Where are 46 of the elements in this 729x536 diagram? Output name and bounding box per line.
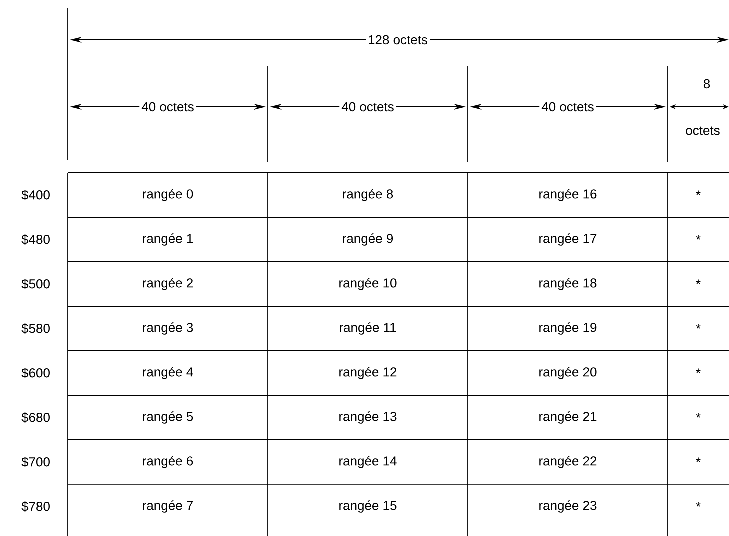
cell-text: rangée 18 (540, 278, 597, 290)
cell-text: * (696, 280, 701, 284)
cell-text: rangée 13 (340, 412, 397, 424)
cell-text: rangée 21 (540, 412, 597, 424)
cell-text: rangée 17 (540, 234, 597, 246)
cell-text: * (696, 368, 701, 374)
cell-text: rangée 14 (340, 456, 397, 468)
address-label: $500 (22, 278, 50, 290)
cell-text: rangée 3 (143, 322, 194, 335)
cell-text: * (696, 413, 701, 418)
cell-text: rangée 22 (540, 456, 597, 468)
cell-text: rangée 16 (540, 189, 597, 202)
cell-text: * (696, 502, 701, 507)
cell-text: rangée 4 (143, 367, 194, 380)
dimension-label: octets (686, 126, 720, 136)
dimension-label: 40 octets (340, 100, 396, 114)
dimension-label: 40 octets (140, 100, 196, 114)
address-label: $680 (22, 412, 50, 423)
cell-text: rangée 12 (340, 367, 397, 380)
cell-text: rangée 15 (340, 500, 397, 513)
cell-text: rangée 9 (343, 234, 394, 246)
cell-text: rangée 1 (143, 234, 194, 246)
cell-text: * (696, 190, 701, 196)
address-label: $400 (22, 190, 50, 200)
cell-text: rangée 11 (340, 322, 396, 335)
cell-text: rangée 20 (540, 367, 597, 380)
address-label: $780 (22, 501, 50, 512)
cell-text: rangée 8 (343, 189, 394, 202)
address-label: $580 (22, 323, 50, 334)
cell-text: rangée 7 (143, 500, 193, 513)
cell-text: rangée 5 (143, 412, 194, 424)
cell-text: rangée 0 (143, 189, 194, 202)
cell-text: rangée 2 (143, 278, 193, 290)
dimension-label: 8 (704, 79, 710, 89)
cell-text: * (696, 324, 701, 329)
cell-text: rangée 23 (540, 500, 597, 513)
dimension-label: 40 octets (540, 100, 596, 114)
cell-text: * (696, 235, 701, 240)
cell-text: rangée 6 (143, 456, 194, 468)
address-label: $480 (22, 234, 50, 245)
cell-text: * (696, 458, 701, 462)
address-label: $700 (22, 456, 50, 468)
cell-text: rangée 10 (340, 278, 397, 290)
address-label: $600 (22, 368, 50, 378)
dimension-label: 128 octets (366, 33, 430, 47)
cell-text: rangée 19 (540, 322, 597, 335)
